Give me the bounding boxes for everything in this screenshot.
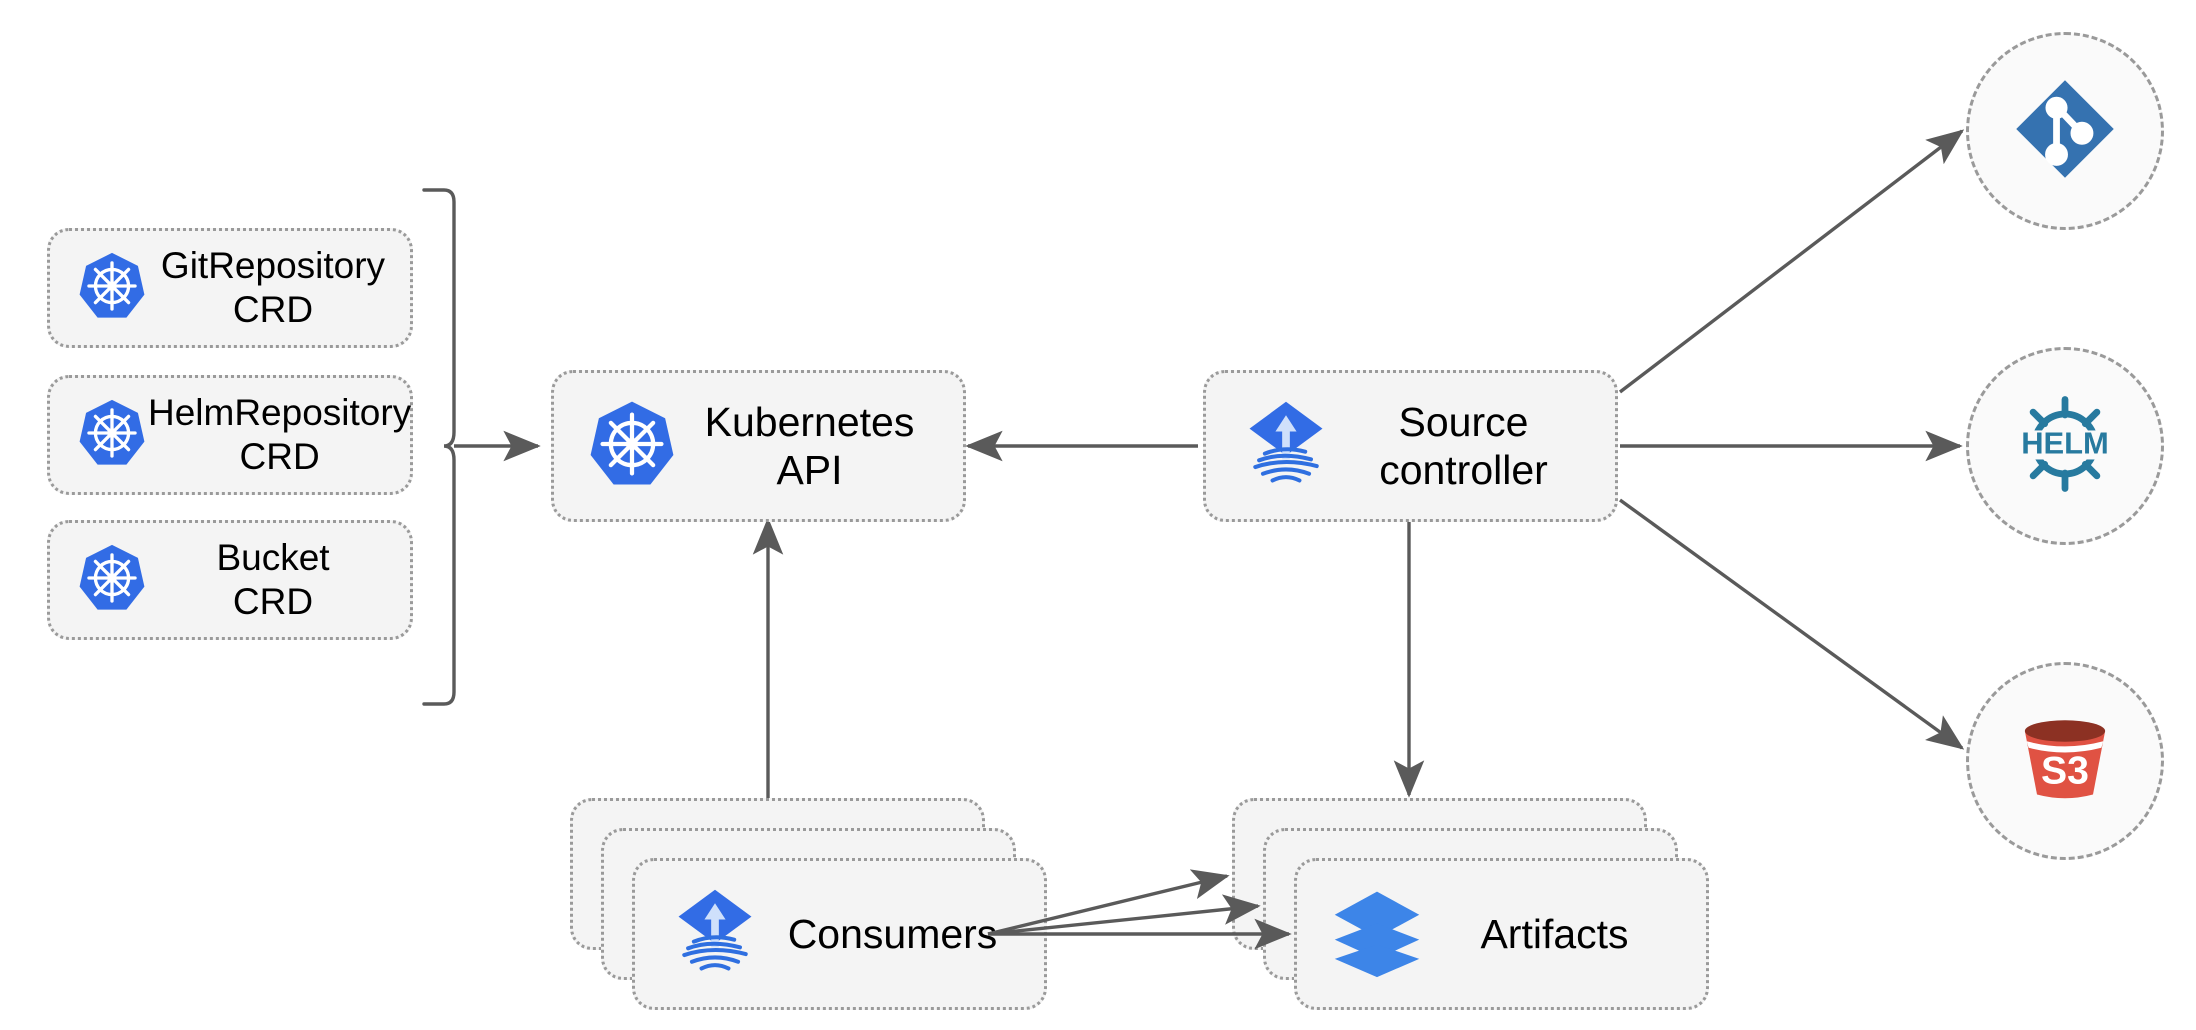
kubernetes-icon xyxy=(76,397,148,474)
crd-box-bucket[interactable]: Bucket CRD xyxy=(47,520,413,640)
helm-source-circle[interactable]: HELM xyxy=(1966,347,2164,545)
crd-label: Bucket CRD xyxy=(216,537,330,622)
crd-label: GitRepository CRD xyxy=(160,245,386,330)
layers-icon xyxy=(1329,884,1425,985)
consumers-node[interactable]: Consumers xyxy=(632,858,1047,1010)
source-controller-label: Source controller xyxy=(1379,398,1548,493)
kubernetes-icon xyxy=(76,542,148,619)
helm-label: HELM xyxy=(2021,425,2109,460)
s3-bucket-icon: S3 xyxy=(2009,703,2121,820)
s3-source-circle[interactable]: S3 xyxy=(1966,662,2164,860)
git-icon xyxy=(2012,76,2118,187)
helm-icon: HELM xyxy=(2007,386,2123,507)
kubernetes-icon xyxy=(586,398,678,495)
artifacts-label: Artifacts xyxy=(1480,910,1629,957)
source-controller-node[interactable]: Source controller xyxy=(1203,370,1618,522)
crd-box-helmrepository[interactable]: HelmRepository CRD xyxy=(47,375,413,495)
kubernetes-icon xyxy=(76,250,148,327)
edge-source-controller-to-s3 xyxy=(1619,498,1965,750)
flux-icon xyxy=(667,884,763,985)
crd-box-gitrepository[interactable]: GitRepository CRD xyxy=(47,228,413,348)
s3-label: S3 xyxy=(2041,749,2089,792)
flux-icon xyxy=(1238,396,1334,497)
artifacts-node[interactable]: Artifacts xyxy=(1294,858,1709,1010)
kubernetes-api-node[interactable]: Kubernetes API xyxy=(551,370,966,522)
crd-group-bracket xyxy=(422,188,456,706)
kubernetes-api-label: Kubernetes API xyxy=(704,398,915,493)
crd-label: HelmRepository CRD xyxy=(148,392,412,477)
edge-source-controller-to-git xyxy=(1618,129,1965,394)
git-source-circle[interactable] xyxy=(1966,32,2164,230)
consumers-label: Consumers xyxy=(787,910,998,957)
